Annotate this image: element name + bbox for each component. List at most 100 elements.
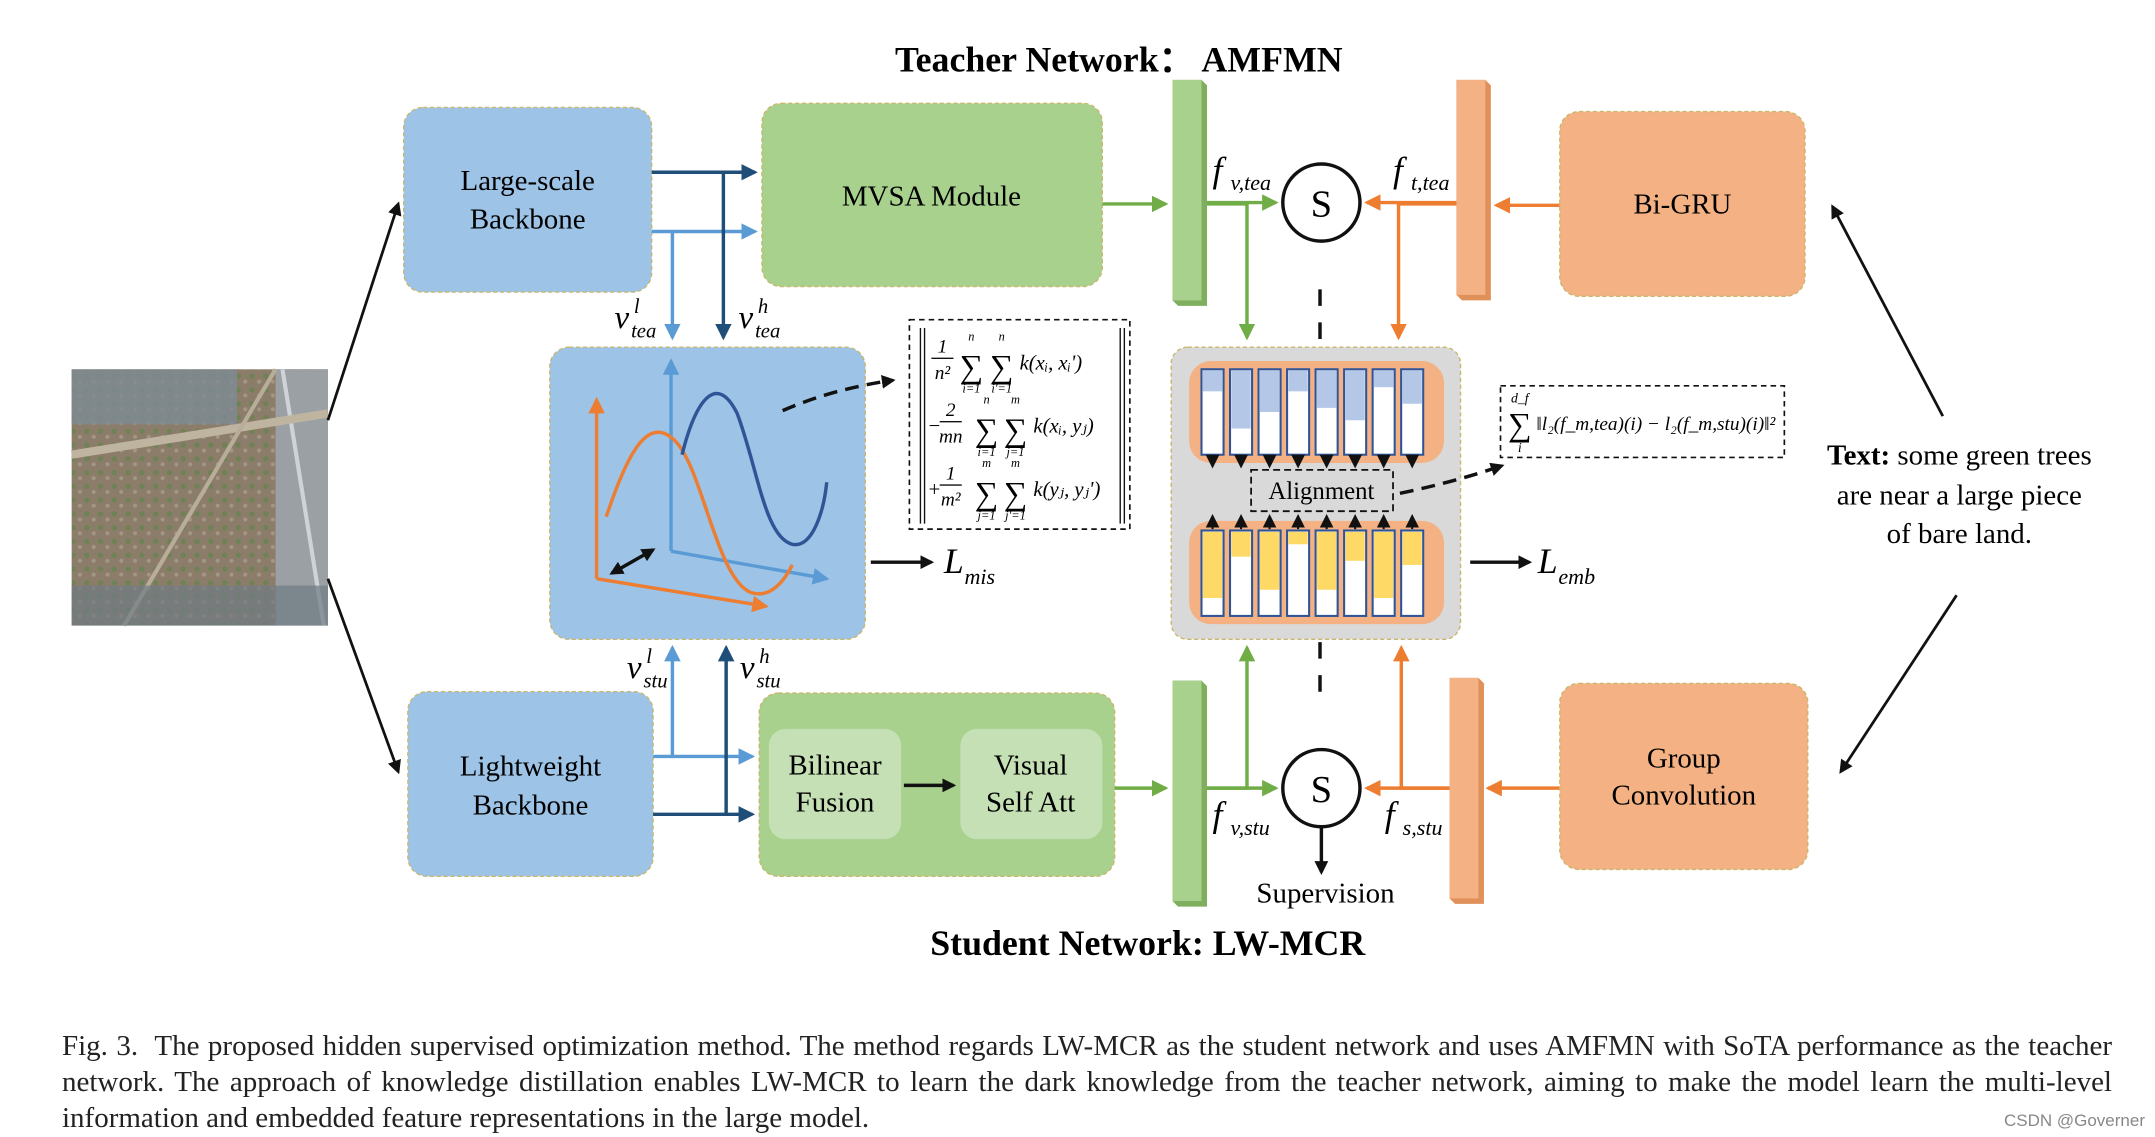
mmd-formula-box: 1 n² n ∑ i=1 n ∑ i'=1 k(xᵢ, xᵢ') − 2 mn … (908, 318, 1131, 530)
svg-text:d_f: d_f (1511, 390, 1531, 405)
text-to-bigru-arrow (1831, 204, 1945, 417)
v-h-tea-label: v h tea (739, 296, 781, 343)
svg-text:i=1: i=1 (962, 382, 980, 396)
svg-text:tea: tea (755, 321, 780, 343)
student-text-feature-bar (1449, 677, 1484, 904)
svg-text:S: S (1311, 183, 1332, 225)
svg-text:MVSA Module: MVSA Module (842, 180, 1021, 212)
svg-text:of bare land.: of bare land. (1887, 518, 2032, 550)
svg-text:‖l₂(f_m,tea)(i) − l₂(f_m,stu)(: ‖l₂(f_m,tea)(i) − l₂(f_m,stu)(i)‖² (1536, 414, 1776, 435)
l-emb-label: L emb (1537, 541, 1595, 589)
svg-text:v: v (615, 300, 630, 336)
teacher-visual-to-alignment-arrow (1207, 202, 1256, 341)
svg-text:v,tea: v,tea (1230, 170, 1271, 195)
student-backbone-arrows (653, 644, 756, 823)
svg-text:∑: ∑ (960, 350, 984, 386)
svg-text:−: − (927, 416, 941, 438)
svg-text:n: n (983, 393, 989, 407)
svg-text:k(yⱼ, yⱼ'): k(yⱼ, yⱼ') (1033, 479, 1100, 501)
f-s-stu-label: f s,stu (1385, 795, 1443, 840)
svg-text:l: l (634, 296, 640, 318)
student-feature-column (1314, 529, 1339, 617)
svg-text:∑: ∑ (1508, 407, 1532, 443)
svg-text:i'=1: i'=1 (991, 382, 1012, 396)
svg-text:Lightweight: Lightweight (460, 751, 601, 783)
svg-text:L: L (943, 541, 964, 581)
svg-text:Backbone: Backbone (473, 789, 589, 821)
svg-text:2: 2 (946, 400, 956, 421)
f-v-stu-label: f v,stu (1213, 795, 1270, 840)
embedding-formula-box: d_f ∑ i ‖l₂(f_m,tea)(i) − l₂(f_m,stu)(i)… (1499, 384, 1786, 459)
svg-text:mis: mis (965, 564, 996, 589)
svg-text:f: f (1393, 150, 1408, 190)
mmd-term-3: + 1 m² m ∑ j=1 m ∑ j'=1 k(yⱼ, yⱼ') (927, 456, 1100, 522)
teacher-network-title: Teacher Network： AMFMN (895, 40, 1343, 80)
svg-text:v: v (739, 300, 754, 336)
svg-text:f: f (1213, 795, 1228, 835)
svg-text:Group: Group (1647, 742, 1721, 774)
svg-text:Text: some green trees: Text: some green trees (1827, 439, 2092, 471)
mmd-term-2: − 2 mn n ∑ i=1 m ∑ j=1 k(xᵢ, yⱼ) (927, 393, 1094, 459)
svg-text:j'=1: j'=1 (1003, 508, 1026, 522)
svg-text:n: n (999, 329, 1005, 343)
panel-to-formula-dashed-arrow (781, 375, 896, 413)
f-v-tea-label: f v,tea (1213, 150, 1271, 195)
teacher-similarity-node: S (1281, 162, 1362, 243)
figure-caption: Fig. 3. The proposed hidden supervised o… (62, 1028, 2112, 1136)
alignment-box (1250, 468, 1394, 513)
svg-text:i: i (1518, 440, 1522, 455)
svg-text:∑: ∑ (975, 413, 999, 449)
teacher-visual-feature-bar (1172, 79, 1208, 306)
visual-self-att-block: Visual Self Att (960, 728, 1103, 840)
teacher-feature-column (1200, 368, 1225, 456)
svg-text:h: h (759, 646, 769, 668)
teacher-feature-column (1228, 368, 1254, 456)
svg-text:k(xᵢ, xᵢ'): k(xᵢ, xᵢ') (1020, 352, 1083, 374)
text-query: Text: some green trees are near a large … (1827, 439, 2092, 550)
alignment-label: Alignment (1268, 478, 1374, 505)
svg-text:n: n (968, 329, 974, 343)
svg-text:stu: stu (643, 671, 667, 693)
svg-text:v,stu: v,stu (1230, 815, 1269, 840)
bigru-block: Bi-GRU (1559, 110, 1806, 297)
teacher-feature-column (1257, 368, 1282, 456)
mmd-term-1: 1 n² n ∑ i=1 n ∑ i'=1 k(xᵢ, xᵢ') (931, 329, 1083, 396)
svg-text:∑: ∑ (990, 350, 1014, 386)
svg-text:∑: ∑ (975, 476, 999, 512)
image-to-light-backbone-arrow (326, 578, 401, 775)
svg-text:Convolution: Convolution (1611, 780, 1756, 812)
svg-text:1: 1 (938, 337, 948, 358)
svg-text:Bi-GRU: Bi-GRU (1633, 189, 1731, 221)
student-feature-column (1371, 529, 1396, 617)
svg-text:stu: stu (756, 671, 780, 693)
teacher-backbone-arrows (651, 163, 758, 341)
svg-text:m: m (1011, 456, 1020, 470)
v-l-stu-label: v l stu (627, 646, 668, 693)
svg-text:Bilinear: Bilinear (788, 749, 882, 781)
svg-text:l: l (646, 646, 652, 668)
input-remote-sensing-image (70, 368, 329, 627)
distillation-diagram: Teacher Network： AMFMN Student Network: … (70, 40, 2092, 963)
distribution-matching-panel (549, 346, 866, 641)
svg-text:Fusion: Fusion (796, 787, 875, 819)
svg-text:k(xᵢ, yⱼ): k(xᵢ, yⱼ) (1033, 416, 1093, 438)
svg-text:m: m (1011, 393, 1020, 407)
svg-text:tea: tea (631, 321, 656, 343)
svg-text:+: + (927, 479, 941, 501)
student-text-to-alignment-arrow (1393, 644, 1450, 790)
svg-text:i=1: i=1 (978, 445, 996, 459)
svg-text:j=1: j=1 (1004, 445, 1024, 459)
svg-text:t,tea: t,tea (1411, 170, 1450, 195)
svg-text:S: S (1311, 769, 1332, 811)
svg-text:Backbone: Backbone (470, 204, 586, 236)
svg-text:Self Att: Self Att (986, 787, 1075, 819)
teacher-text-feature-bar (1456, 79, 1491, 301)
bilinear-fusion-block: Bilinear Fusion (768, 728, 902, 840)
caption-text: The proposed hidden supervised optimizat… (62, 1030, 2112, 1134)
mvsa-module: MVSA Module (761, 102, 1103, 288)
svg-text:∑: ∑ (1004, 476, 1028, 512)
svg-text:m²: m² (941, 490, 962, 511)
teacher-feature-column (1314, 368, 1339, 456)
teacher-text-to-alignment-arrow (1390, 202, 1457, 341)
large-scale-backbone: Large-scale Backbone (403, 106, 653, 293)
